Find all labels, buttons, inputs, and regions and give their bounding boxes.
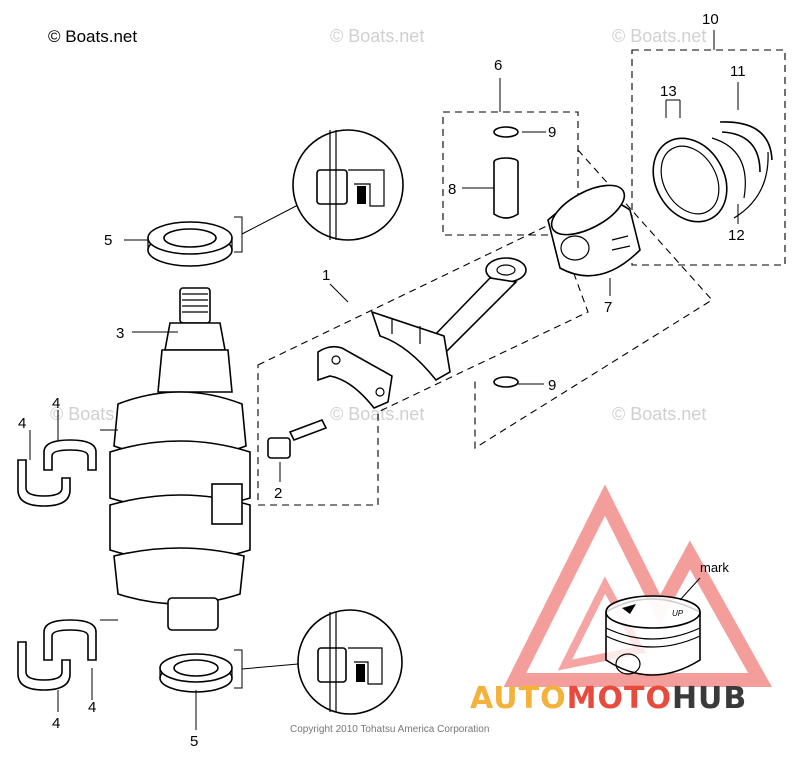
watermark-top-center: © Boats.net [330,26,424,46]
upper-seal-bracket [234,216,243,253]
brand-auto: AUTO [470,681,567,716]
piston-group-outline [474,149,713,449]
callout-10: 10 [702,11,719,28]
lower-oil-seal [159,653,233,693]
callout-9-lower: 9 [548,377,556,394]
callout-1: 1 [322,267,330,284]
lower-seal-pointer [241,663,299,670]
lower-seal-bracket [234,649,243,689]
upper-seal-pointer [241,204,299,235]
watermark-mid-right: © Boats.net [612,404,706,424]
brand-logo-text: AUTOMOTOHUB [470,681,747,716]
callout-2: 2 [274,485,282,502]
callout-13: 13 [660,83,677,100]
upper-bearing-halves [17,439,97,507]
watermark-top-right: © Boats.net [612,26,706,46]
callout-7: 7 [604,299,612,316]
brand-moto: MOTO [567,681,672,716]
upper-pin-clip [493,126,519,138]
crankshaft [109,287,251,631]
rod-bolt [267,418,328,459]
brand-hub: HUB [672,681,747,716]
watermark-main: © Boats.net [48,27,137,46]
lower-pin-clip [493,376,519,388]
upper-seal-detail [292,129,404,241]
callout-4-lower-right: 4 [88,699,96,716]
callout-3: 3 [116,325,124,342]
leader-lines [29,30,739,730]
ring-group-outline [631,49,786,266]
piston-rings [652,121,773,223]
callout-5-upper: 5 [104,232,112,249]
callout-4-upper-outer: 4 [18,415,26,432]
mark-label: mark [700,560,729,575]
callout-4-upper-inner: 4 [52,395,60,412]
watermark-mid-center: © Boats.net [330,404,424,424]
callout-11: 11 [730,63,746,80]
callout-5-lower: 5 [190,733,198,750]
lower-seal-detail [297,609,403,715]
callout-6: 6 [494,57,502,74]
rod-cap [317,345,393,409]
callout-8: 8 [448,181,456,198]
upper-oil-seal [147,221,233,267]
connecting-rod [370,257,527,382]
lower-bearing-halves [17,619,97,691]
piston-pin [493,157,519,219]
callout-9-upper: 9 [548,124,556,141]
callout-4-lower-left: 4 [52,715,60,732]
callout-12: 12 [728,227,745,244]
copyright-text: Copyright 2010 Tohatsu America Corporati… [290,724,489,735]
piston-crown-text: UP [672,609,684,618]
piston-mark-detail: UP mark [605,560,729,676]
piston [547,184,641,277]
